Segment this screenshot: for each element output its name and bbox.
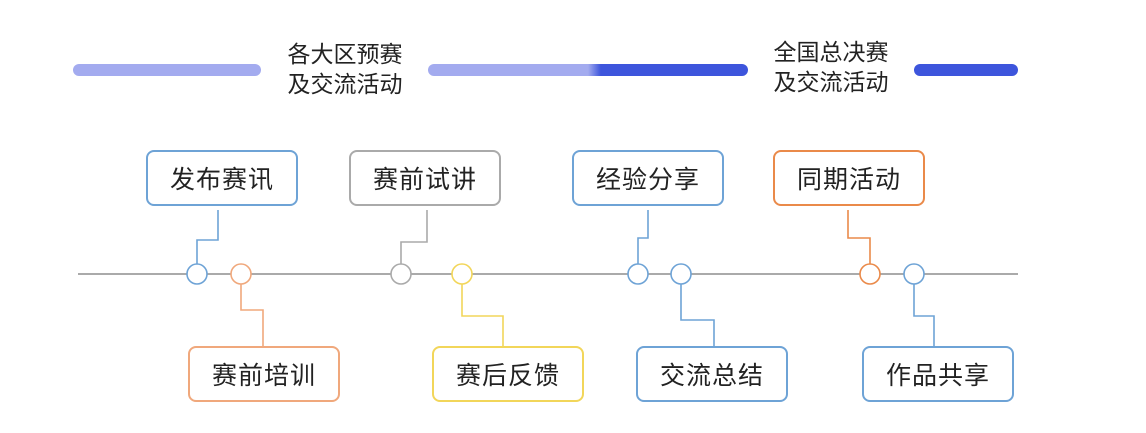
connector-line xyxy=(400,210,428,264)
activity-box-pre-training: 赛前培训 xyxy=(188,346,340,402)
activity-label: 赛前培训 xyxy=(211,361,316,390)
timeline-node xyxy=(451,263,473,285)
connector-line xyxy=(461,284,504,346)
phase-bar-regional-right xyxy=(428,64,748,76)
activity-label: 同期活动 xyxy=(796,165,901,194)
phase-label-final: 全国总决赛 及交流活动 xyxy=(758,38,904,98)
activity-box-exchange-summary: 交流总结 xyxy=(636,346,788,402)
timeline-node xyxy=(390,263,412,285)
activity-label: 作品共享 xyxy=(885,361,990,390)
timeline-node xyxy=(859,263,881,285)
connector-line xyxy=(913,284,935,346)
timeline-node xyxy=(230,263,252,285)
connector-line xyxy=(847,210,871,264)
connector-line xyxy=(196,210,219,264)
activity-box-pre-rehearsal: 赛前试讲 xyxy=(349,150,501,206)
activity-box-works-sharing: 作品共享 xyxy=(862,346,1014,402)
phase-label-line2: 及交流活动 xyxy=(773,70,889,96)
phase-label-line1: 各大区预赛 xyxy=(287,42,403,68)
phase-label-line2: 及交流活动 xyxy=(287,72,403,98)
timeline-node xyxy=(670,263,692,285)
phase-bar-final-right xyxy=(914,64,1018,76)
timeline-node xyxy=(186,263,208,285)
activity-label: 经验分享 xyxy=(595,165,700,194)
activity-label: 赛后反馈 xyxy=(455,361,560,390)
phase-label-line1: 全国总决赛 xyxy=(773,40,889,66)
activity-label: 赛前试讲 xyxy=(372,165,477,194)
timeline-node xyxy=(903,263,925,285)
connector-line xyxy=(240,284,264,346)
activity-label: 交流总结 xyxy=(659,361,764,390)
activity-box-experience-sharing: 经验分享 xyxy=(572,150,724,206)
activity-label: 发布赛讯 xyxy=(169,165,274,194)
activity-box-publish-info: 发布赛讯 xyxy=(146,150,298,206)
connector-line xyxy=(680,284,715,346)
activity-box-post-feedback: 赛后反馈 xyxy=(432,346,584,402)
connector-line xyxy=(637,210,649,264)
activity-box-concurrent-events: 同期活动 xyxy=(773,150,925,206)
phase-label-regional: 各大区预赛 及交流活动 xyxy=(272,40,418,100)
phase-bar-regional-left xyxy=(73,64,261,76)
timeline-node xyxy=(627,263,649,285)
